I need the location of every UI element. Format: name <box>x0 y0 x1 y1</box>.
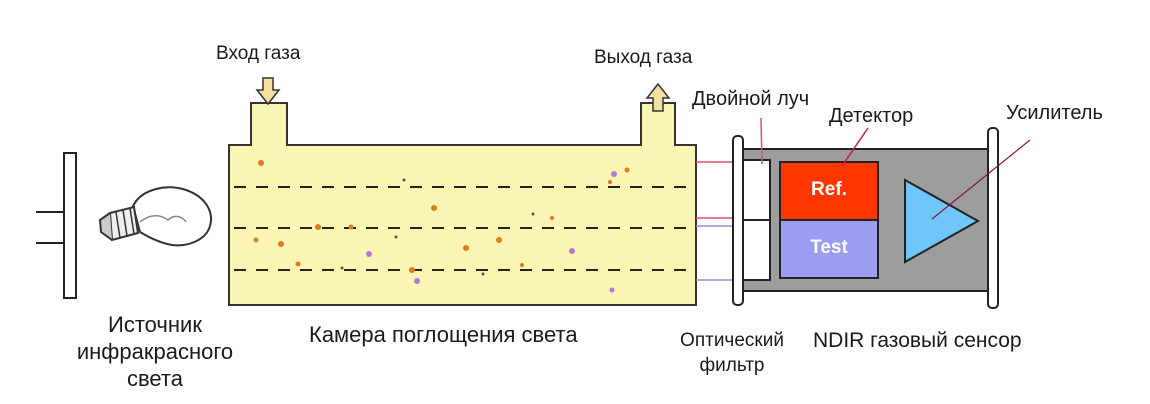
dual-beam-pointer <box>760 117 763 165</box>
ref-box-label: Ref. <box>811 179 847 200</box>
optical-filter-bottom <box>739 219 771 281</box>
ir-source-label: Источник инфракрасного света <box>70 311 240 392</box>
ref-detector-box <box>779 161 879 221</box>
gas-outlet-label: Выход газа <box>594 47 693 68</box>
light-bulb-icon <box>98 186 212 247</box>
detector-label: Детектор <box>829 105 914 127</box>
dual-beam-label: Двойной луч <box>692 88 810 110</box>
gas-particles <box>253 160 630 293</box>
sensor-plate-left <box>732 135 744 306</box>
optical-filter-label-line-1: Оптический <box>680 330 784 351</box>
optical-filter-top <box>739 159 771 221</box>
test-box-label: Test <box>810 237 848 258</box>
test-detector-box <box>779 219 879 279</box>
absorption-chamber <box>228 102 697 306</box>
ndir-sensor-label: NDIR газовый сенсор <box>813 329 1022 352</box>
gas-inlet-label: Вход газа <box>216 43 301 64</box>
absorption-chamber-label: Камера поглощения света <box>309 322 578 347</box>
optical-filter-label: Оптический фильтр <box>662 328 802 378</box>
arrow-up-icon <box>645 82 671 112</box>
beam-lines <box>234 186 690 271</box>
source-wall <box>63 152 77 299</box>
amplifier-label: Усилитель <box>1006 102 1103 124</box>
ir-source-label-line-1: Источник <box>108 312 202 337</box>
arrow-down-icon <box>255 77 281 106</box>
amplifier-pointer <box>931 139 1031 220</box>
ir-source-label-line-3: света <box>126 366 183 391</box>
optical-filter-label-line-2: фильтр <box>699 355 765 376</box>
ir-source <box>36 152 212 299</box>
ir-source-label-line-2: инфракрасного <box>76 339 234 364</box>
sensor-plate-right <box>987 127 999 309</box>
detector-pointer <box>841 127 869 167</box>
amplifier-triangle-icon <box>904 178 981 264</box>
